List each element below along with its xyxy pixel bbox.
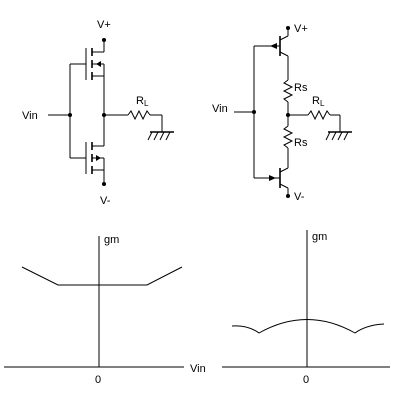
- vin-label: Vin: [212, 103, 228, 115]
- load-resistor: [307, 109, 331, 121]
- gm-curve: [21, 266, 183, 286]
- lower-mosfet-arrow: [96, 155, 101, 161]
- bjt-output-stage: V+ Rs Rs V-: [212, 23, 352, 203]
- gm-curve: [231, 319, 385, 334]
- vminus-terminal: [102, 182, 106, 186]
- upper-mosfet-arrow: [96, 61, 101, 67]
- x-axis-label: Vin: [190, 363, 206, 375]
- mosfet-output-stage: V+ Vin: [22, 19, 174, 207]
- vplus-label: V+: [294, 23, 308, 35]
- input-node: [68, 113, 72, 117]
- emitter-resistor-bottom: [282, 125, 294, 149]
- vplus-label: V+: [97, 19, 111, 31]
- ground-symbol: [147, 131, 174, 141]
- y-axis-label: gm: [104, 234, 119, 246]
- lower-mosfet: [85, 142, 105, 174]
- origin-label: 0: [303, 374, 309, 386]
- ground-symbol: [325, 131, 352, 141]
- y-axis-label: gm: [312, 231, 327, 243]
- origin-label: 0: [95, 374, 101, 386]
- load-resistor: [127, 109, 151, 121]
- emitter-resistor-top: [282, 79, 294, 103]
- load-resistor-label: RL: [312, 95, 325, 108]
- graph-right: gm 0: [222, 230, 390, 386]
- vminus-label: V-: [100, 195, 111, 207]
- vin-label: Vin: [22, 110, 38, 122]
- load-resistor-label: RL: [136, 95, 149, 108]
- graph-left: gm Vin 0: [4, 234, 206, 386]
- emitter-resistor-bottom-label: Rs: [294, 137, 308, 149]
- input-node: [252, 110, 256, 114]
- upper-mosfet: [85, 48, 105, 80]
- vminus-terminal: [286, 194, 290, 198]
- vminus-label: V-: [294, 191, 305, 203]
- emitter-resistor-top-label: Rs: [294, 82, 308, 94]
